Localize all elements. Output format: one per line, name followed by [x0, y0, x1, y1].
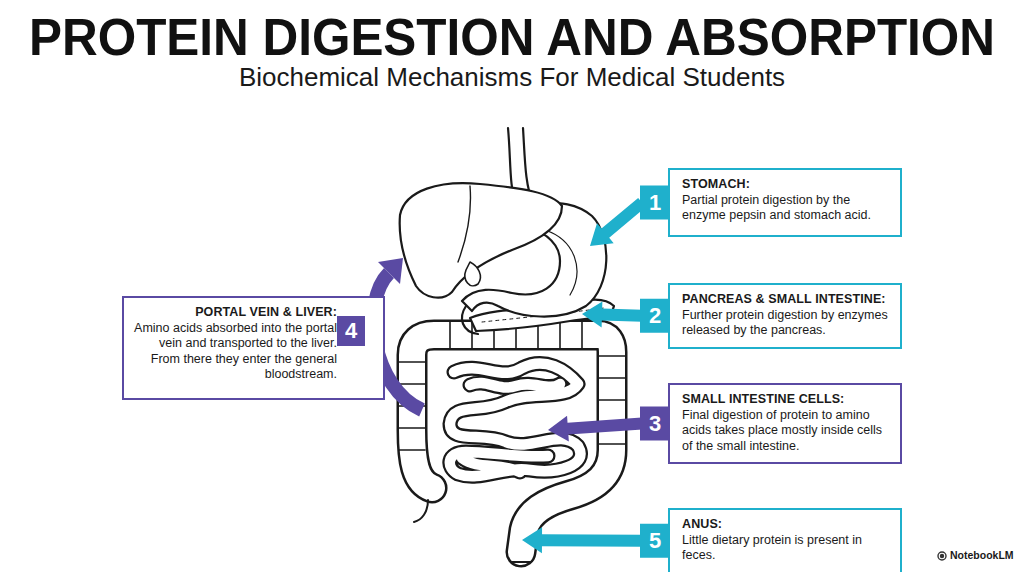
callout-badge — [640, 186, 670, 220]
callout-number: 2 — [640, 299, 670, 333]
illustration-part — [938, 552, 946, 560]
illustration-part — [941, 555, 944, 558]
liver — [400, 183, 562, 298]
callout-heading: PORTAL VEIN & LIVER: — [134, 305, 337, 321]
large-intestine-inner — [412, 335, 612, 552]
callout-arrow — [582, 302, 642, 328]
colon-fold — [449, 322, 451, 348]
callout-text: Little dietary protein is present in fec… — [682, 533, 890, 564]
callout-box: SMALL INTESTINE CELLS:Final digestion of… — [668, 383, 902, 464]
callout-text: Final digestion of protein to amino acid… — [682, 408, 890, 455]
callout-box: ANUS:Little dietary protein is present i… — [668, 508, 902, 572]
illustration-part — [373, 128, 946, 562]
colon-fold — [599, 399, 625, 401]
colon-fold — [599, 377, 625, 379]
colon-fold — [399, 449, 425, 451]
callout-heading: ANUS: — [682, 517, 890, 533]
callout-box: PORTAL VEIN & LIVER:Amino acids absorbed… — [122, 296, 385, 400]
colon-fold — [399, 427, 425, 429]
callout-text: Further protein digestion by enzymes rel… — [682, 308, 890, 339]
title: PROTEIN DIGESTION AND ABSORPTION — [29, 8, 995, 66]
small-intestine — [450, 363, 581, 476]
colon-fold — [399, 383, 425, 385]
callout-number: 1 — [640, 186, 670, 220]
subtitle: Biochemical Mechanisms For Medical Stude… — [0, 62, 1024, 93]
callout-badge — [640, 407, 670, 441]
anus — [512, 561, 530, 563]
colon-fold — [599, 421, 625, 423]
liver-lobe-line — [458, 186, 471, 262]
callout-heading: PANCREAS & SMALL INTESTINE: — [682, 292, 890, 308]
appendix — [414, 500, 428, 522]
large-intestine — [412, 335, 612, 552]
colon-fold — [599, 443, 625, 445]
duodenum — [462, 306, 478, 334]
watermark: NotebookLM — [950, 549, 1020, 561]
callout-number: 3 — [640, 407, 670, 441]
watermark-icon — [938, 552, 946, 560]
callout-box: PANCREAS & SMALL INTESTINE:Further prote… — [668, 283, 902, 349]
callout-badge — [640, 299, 670, 333]
colon-fold — [399, 361, 425, 363]
stomach-fold — [545, 230, 577, 295]
small-intestine-inner — [450, 363, 581, 476]
callout-arrow — [548, 416, 642, 442]
callout-heading: SMALL INTESTINE CELLS: — [682, 392, 890, 408]
callout-arrow — [590, 198, 646, 246]
callout-text: Partial protein digestion by the enzyme … — [682, 193, 890, 224]
colon-fold — [599, 355, 625, 357]
portal-arrowhead — [378, 258, 403, 284]
callout-badge — [337, 316, 365, 346]
callout-badge — [640, 524, 670, 558]
callout-box: STOMACH:Partial protein digestion by the… — [668, 168, 902, 237]
callout-number: 4 — [337, 316, 365, 346]
colon-fold — [581, 322, 583, 348]
colon-fold — [559, 322, 561, 348]
callout-number: 5 — [640, 524, 670, 558]
gallbladder — [465, 262, 481, 286]
callout-heading: STOMACH: — [682, 177, 890, 193]
callout-text: Amino acids absorbed into the portal vei… — [134, 321, 337, 383]
callout-arrow — [522, 527, 642, 553]
